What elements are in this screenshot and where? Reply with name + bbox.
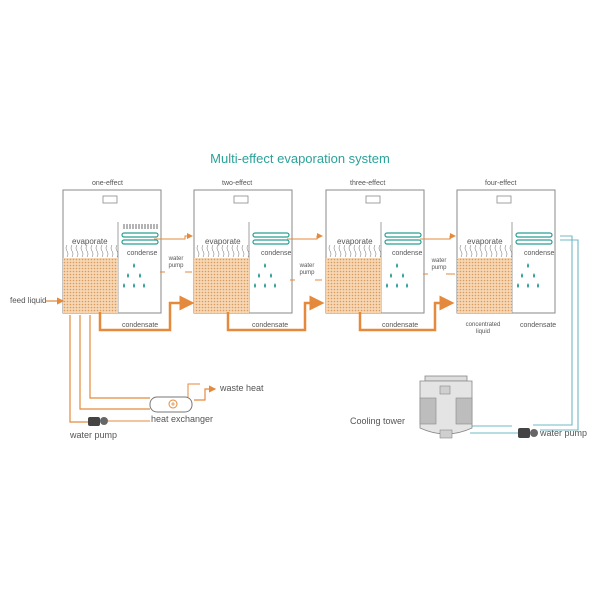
condense-label-4: condense [524,250,555,257]
droplet [264,263,266,268]
droplet [139,273,141,278]
cooling-tower-shape [419,375,473,439]
droplet [270,273,272,278]
condensate-pipes [98,295,455,332]
droplet [533,273,535,278]
pump-label-3: water pump [431,258,447,271]
droplet [390,273,392,278]
feed-liquid-label: feed liquid [10,296,47,305]
hatch [102,195,118,204]
water-pump-label-left: water pump [70,430,118,440]
droplet [396,283,398,288]
droplet [521,273,523,278]
hatch [496,195,512,204]
droplet [133,283,135,288]
liquid-body [194,258,249,313]
evaporate-label-2: evaporate [205,237,241,246]
diagram-title: Multi-effect evaporation system [210,151,390,166]
cooling-tower-label: Cooling tower [350,416,406,426]
droplet [143,283,145,288]
condense-label-2: condense [261,250,292,257]
effect-2-label: two-effect [222,180,253,187]
heat-exchanger-label: heat exchanger [151,414,214,424]
droplet [537,283,539,288]
condense-label-1: condense [127,250,158,257]
evaporate-label-1: evaporate [72,237,108,246]
droplet [133,263,135,268]
droplet [127,273,129,278]
condensate-label-4: condensate [520,322,557,329]
droplet [264,283,266,288]
condense-label-3: condense [392,250,423,257]
liquid-body [326,258,381,313]
droplet [527,263,529,268]
waste-heat-label: waste heat [220,383,264,393]
condensate-label-3: condensate [382,322,419,329]
droplet [274,283,276,288]
heat-exchanger-shape [149,383,200,413]
condensate-label-1: condensate [122,322,159,329]
droplet [386,283,388,288]
droplet [396,263,398,268]
droplet [123,283,125,288]
concentrated-liquid-label: concentrated liquid [465,322,501,335]
feed-line [46,297,217,423]
effect-tank-3 [325,189,425,314]
condensate-label-2: condensate [252,322,289,329]
hatch [233,195,249,204]
droplet [527,283,529,288]
pump-label-2: water pump [299,263,315,276]
effect-4-label: four-effect [485,180,517,187]
steam-lines [154,233,456,240]
hatch [365,195,381,204]
droplet [402,273,404,278]
water-pump-label-right: water pump [540,428,588,438]
transfer-pumps [160,271,455,281]
liquid-body [457,258,512,313]
left-pump-shape [88,417,150,426]
effect-tank-4 [456,189,556,314]
liquid-body [63,258,118,313]
droplet [258,273,260,278]
droplet [406,283,408,288]
droplet [517,283,519,288]
effect-1-label: one-effect [92,180,124,187]
droplet [254,283,256,288]
pump-label-1: water pump [168,256,184,269]
evaporate-label-4: evaporate [467,237,503,246]
effect-tank-2 [193,189,293,314]
effect-3-label: three-effect [350,180,386,187]
effect-tank-1 [62,189,162,314]
evaporate-label-3: evaporate [337,237,373,246]
right-pump-shape [518,428,538,438]
